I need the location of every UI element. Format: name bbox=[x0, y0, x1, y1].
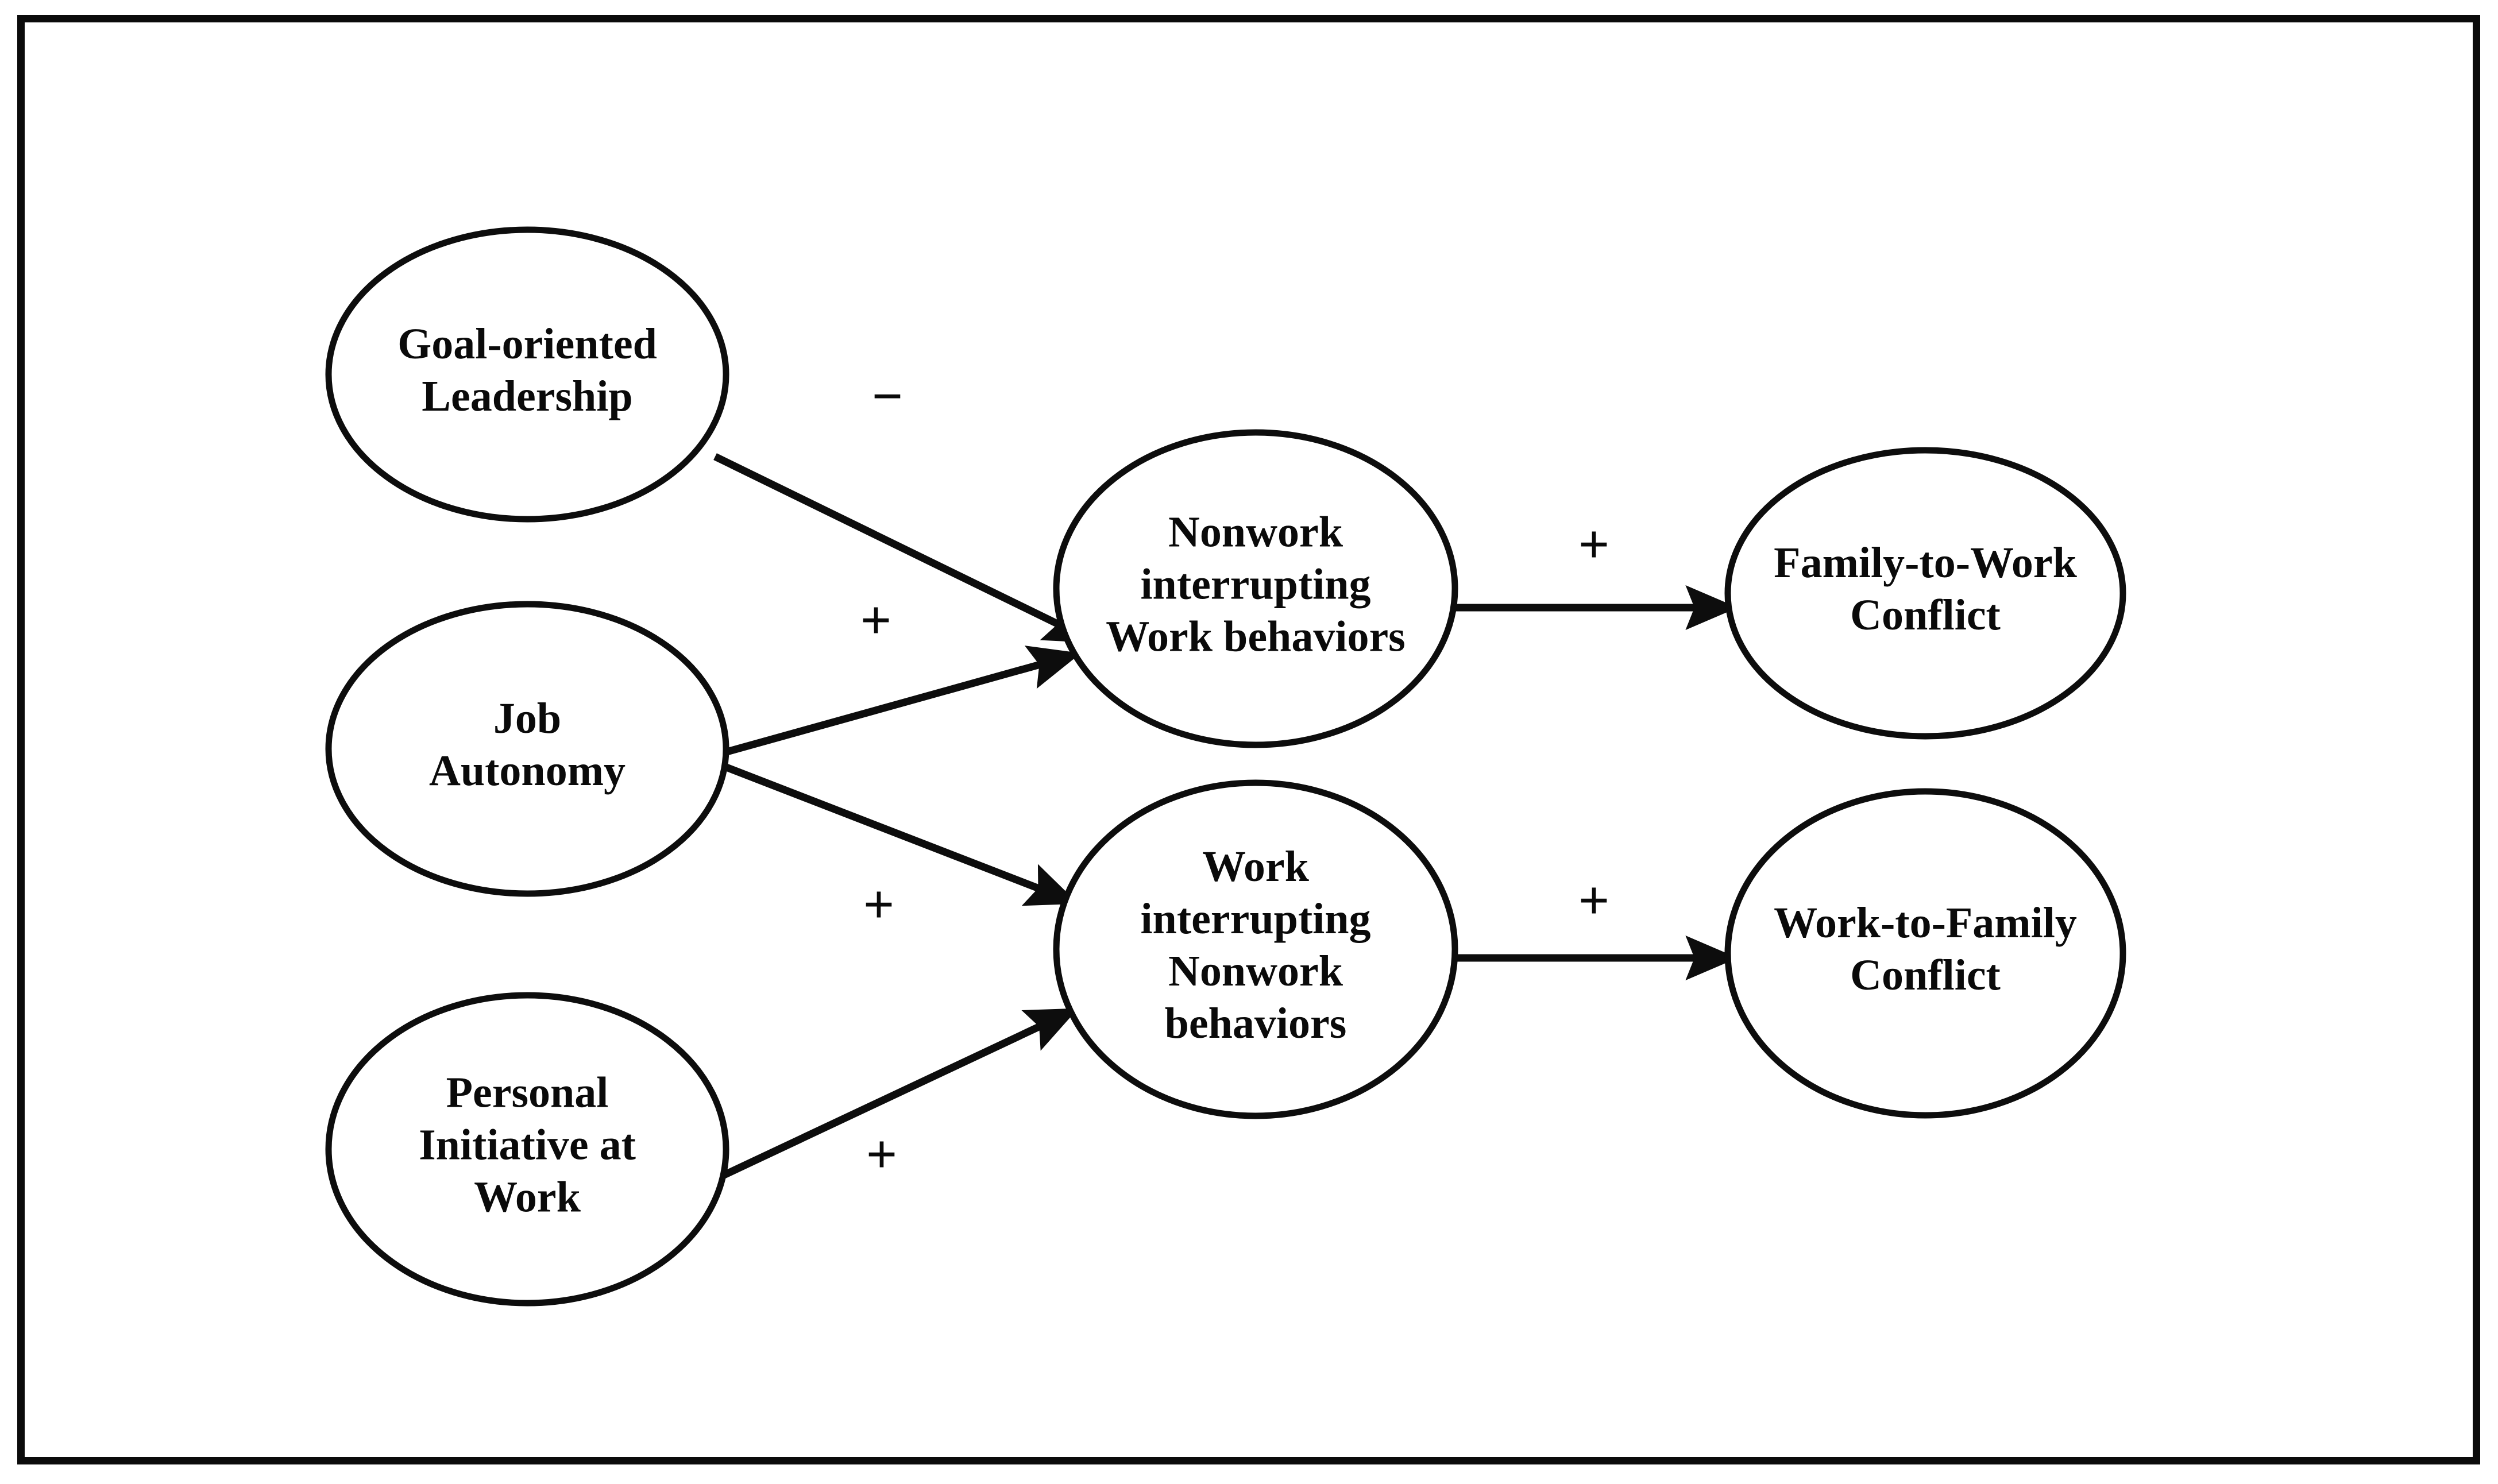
node-label-work-interrupting-nonwork-behaviors-line-2: interrupting bbox=[1140, 895, 1370, 943]
edge-pi-to-win bbox=[717, 1007, 1079, 1181]
node-shape-goal-oriented-leadership bbox=[325, 226, 729, 523]
node-label-goal-oriented-leadership-line-1: Goal-oriented bbox=[397, 320, 657, 368]
edge-sign-edge-niw-to-ftw: + bbox=[1578, 513, 1610, 575]
node-shape-personal-initiative-at-work bbox=[325, 992, 729, 1307]
node-shape-family-to-work-conflict bbox=[1724, 447, 2126, 740]
node-shape-work-interrupting-nonwork-behaviors bbox=[1053, 779, 1458, 1119]
edge-sign-edge-pi-to-win: + bbox=[866, 1123, 898, 1185]
node-label-personal-initiative-at-work-line-3: Work bbox=[474, 1173, 581, 1221]
node-label-work-interrupting-nonwork-behaviors-line-3: Nonwork bbox=[1168, 947, 1343, 995]
edge-ja-to-win bbox=[723, 763, 1079, 906]
node-label-work-to-family-conflict-line-2: Conflict bbox=[1850, 951, 2001, 999]
edge-sign-edge-win-to-wtf: + bbox=[1578, 869, 1610, 931]
nodes-layer: Goal-orientedLeadershipJobAutonomyPerson… bbox=[325, 226, 2126, 1307]
node-label-personal-initiative-at-work-line-1: Personal bbox=[446, 1068, 609, 1116]
node-label-family-to-work-conflict-line-2: Conflict bbox=[1850, 591, 2001, 639]
node-shape-nonwork-interrupting-work-behaviors bbox=[1053, 429, 1458, 748]
node-label-work-interrupting-nonwork-behaviors-line-4: behaviors bbox=[1165, 999, 1347, 1048]
node-label-job-autonomy-line-1: Job bbox=[493, 694, 561, 743]
edge-ja-to-niw bbox=[724, 646, 1082, 756]
edge-sign-edge-gol-to-niw: − bbox=[872, 365, 904, 427]
node-shape-job-autonomy bbox=[325, 601, 729, 897]
node-label-family-to-work-conflict-line-1: Family-to-Work bbox=[1774, 539, 2077, 587]
node-label-nonwork-interrupting-work-behaviors-line-3: Work behaviors bbox=[1106, 612, 1406, 660]
node-label-nonwork-interrupting-work-behaviors-line-1: Nonwork bbox=[1168, 508, 1343, 556]
edge-signs-layer: − + + + + + bbox=[860, 365, 1610, 1185]
node-label-job-autonomy-line-2: Autonomy bbox=[429, 747, 626, 795]
node-label-work-interrupting-nonwork-behaviors-line-1: Work bbox=[1202, 843, 1310, 891]
node-shape-work-to-family-conflict bbox=[1724, 788, 2126, 1119]
node-label-work-to-family-conflict-line-1: Work-to-Family bbox=[1774, 899, 2077, 947]
node-label-goal-oriented-leadership-line-2: Leadership bbox=[422, 372, 632, 420]
edge-sign-edge-ja-to-niw: + bbox=[860, 589, 892, 651]
node-label-nonwork-interrupting-work-behaviors-line-2: interrupting bbox=[1140, 560, 1370, 608]
edge-gol-to-niw bbox=[713, 453, 1097, 644]
edges-layer bbox=[713, 453, 1738, 1181]
edge-sign-edge-ja-to-win: + bbox=[863, 874, 895, 935]
node-label-personal-initiative-at-work-line-2: Initiative at bbox=[419, 1120, 636, 1169]
